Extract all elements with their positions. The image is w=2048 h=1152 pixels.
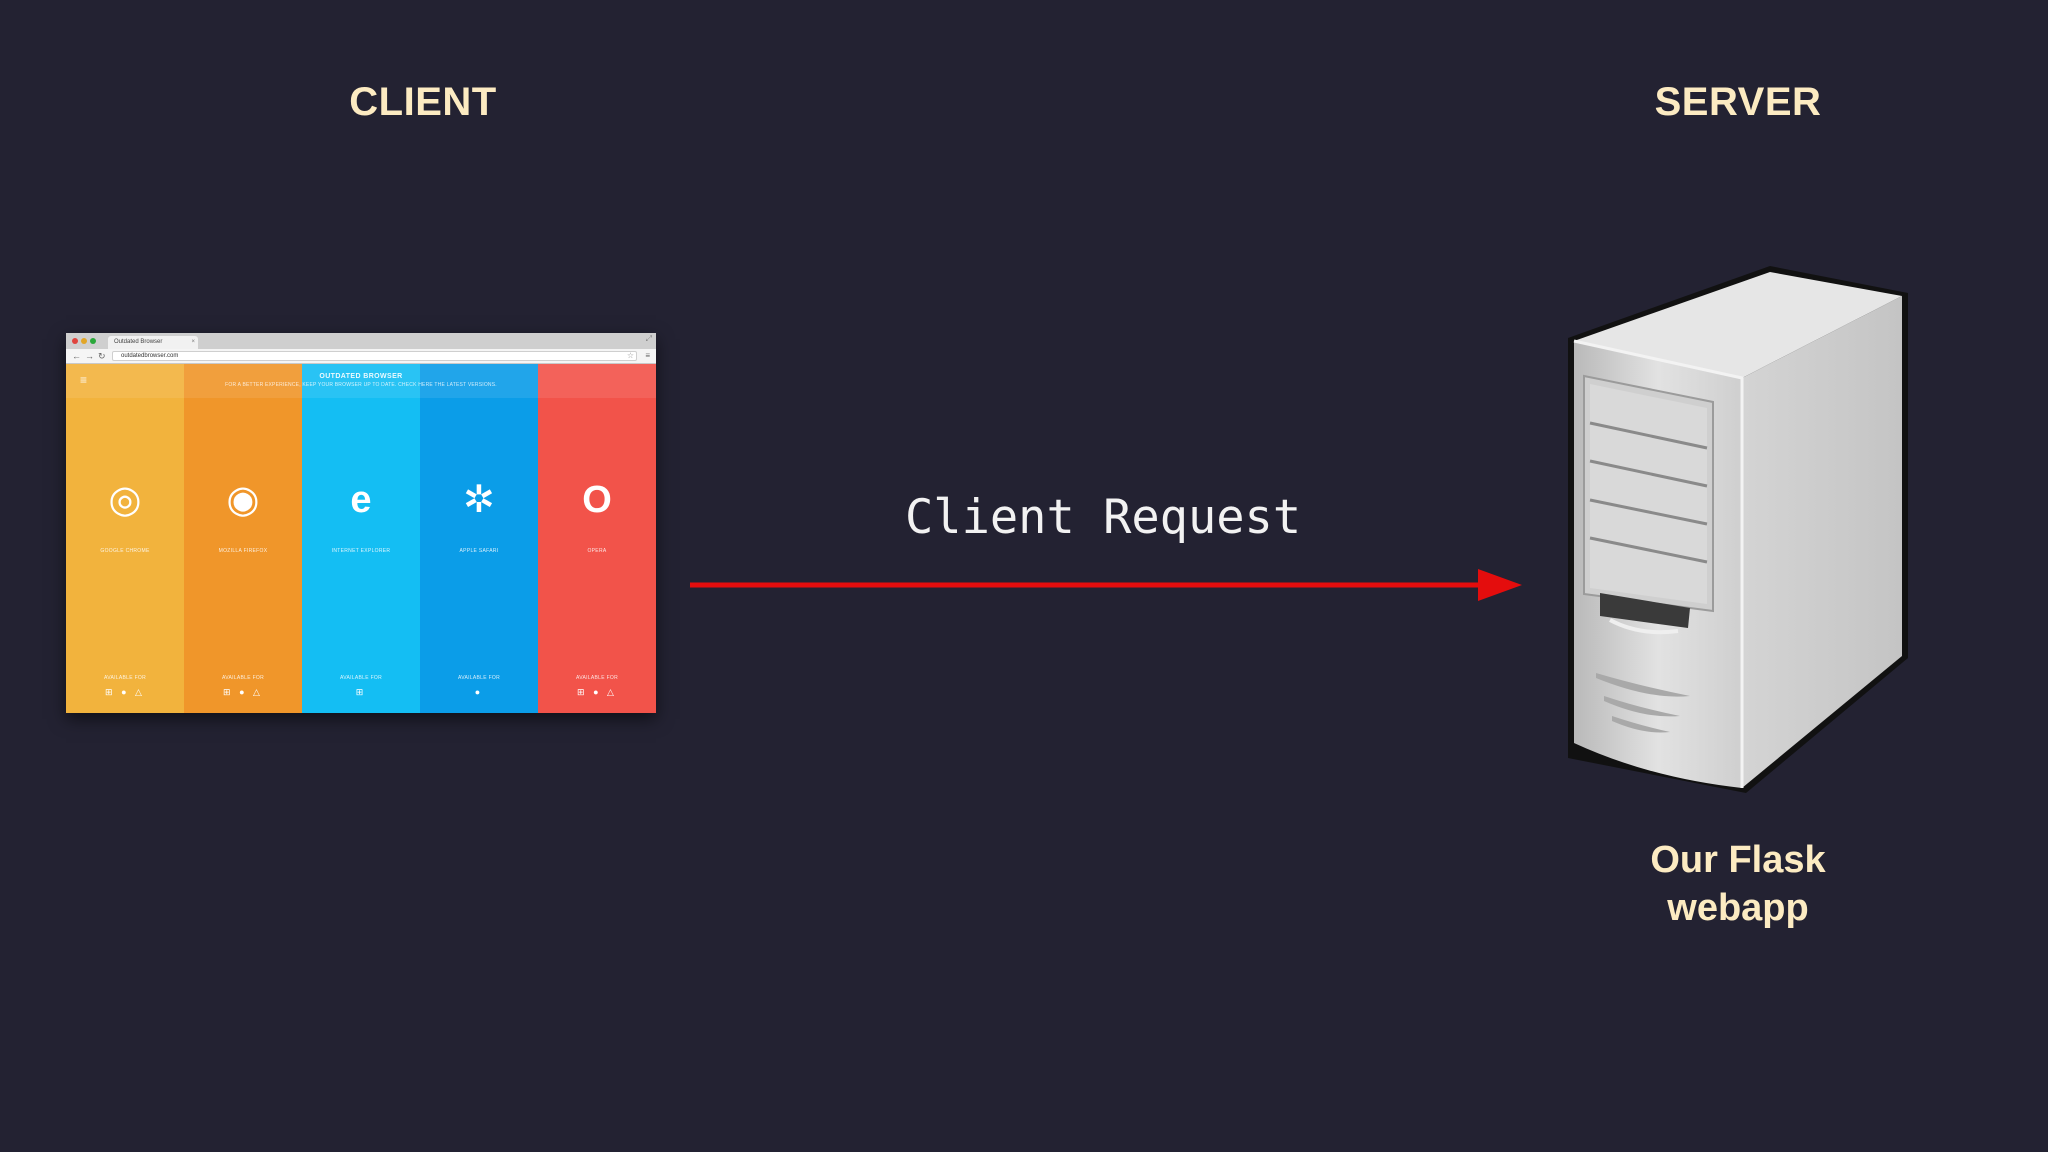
- browser-toolbar: ← → ↻ outdatedbrowser.com ☆ ≡: [66, 349, 656, 364]
- browser-tab-bar: Outdated Browser × ⤢: [66, 333, 656, 349]
- browser-page: ◎ GOOGLE CHROME AVAILABLE FOR ⊞ ● △ ◉ MOZILLA…: [66, 364, 656, 713]
- available-for-label: AVAILABLE FOR: [457, 675, 501, 681]
- drive-bay-panel: [1583, 374, 1714, 613]
- safari-icon[interactable]: ✲: [463, 479, 495, 521]
- resize-icon[interactable]: ⤢: [645, 334, 652, 343]
- address-bar[interactable]: outdatedbrowser.com: [112, 351, 637, 361]
- page-title: OUTDATED BROWSER: [319, 373, 403, 380]
- server-heading: SERVER: [1654, 80, 1822, 124]
- browser-tab-title: Outdated Browser: [114, 339, 163, 345]
- browser-column[interactable]: ✲ APPLE SAFARI AVAILABLE FOR ●: [420, 364, 538, 713]
- drive-bay-slot: [1589, 421, 1708, 450]
- browser-name: MOZILLA FIREFOX: [218, 548, 268, 554]
- os-icons: ⊞ ● △: [105, 687, 145, 697]
- available-for-label: AVAILABLE FOR: [575, 675, 619, 681]
- server-label-line1: Our Flask: [1650, 839, 1826, 881]
- optical-drive: [1600, 593, 1690, 635]
- available-for-label: AVAILABLE FOR: [103, 675, 147, 681]
- client-heading: CLIENT: [349, 80, 497, 124]
- back-icon[interactable]: ←: [72, 351, 81, 361]
- browser-column[interactable]: ◎ GOOGLE CHROME AVAILABLE FOR ⊞ ● △: [66, 364, 184, 713]
- available-for-label: AVAILABLE FOR: [339, 675, 383, 681]
- client-request-label: Client Request: [905, 490, 1302, 545]
- available-for-label: AVAILABLE FOR: [221, 675, 265, 681]
- page-header: ≡ OUTDATED BROWSER FOR A BETTER EXPERIEN…: [66, 364, 656, 398]
- firefox-icon[interactable]: ◉: [226, 479, 260, 521]
- server-label: Our Flask webapp: [1588, 836, 1888, 932]
- close-window-icon[interactable]: [72, 338, 78, 344]
- opera-icon[interactable]: O: [582, 479, 612, 521]
- browser-column[interactable]: O OPERA AVAILABLE FOR ⊞ ● △: [538, 364, 656, 713]
- os-icons: ●: [474, 687, 484, 697]
- browser-window: Outdated Browser × ⤢ ← → ↻ outdatedbrows…: [66, 333, 656, 713]
- browser-tab[interactable]: Outdated Browser ×: [108, 336, 198, 349]
- chrome-icon[interactable]: ◎: [108, 479, 142, 521]
- browser-name: OPERA: [587, 548, 607, 554]
- browser-menu-icon[interactable]: ≡: [645, 351, 650, 360]
- forward-icon[interactable]: →: [85, 351, 94, 361]
- drive-bay-slot: [1589, 459, 1708, 488]
- server-label-line2: webapp: [1667, 887, 1809, 929]
- internet-explorer-icon[interactable]: e: [350, 479, 372, 521]
- page-subtitle: FOR A BETTER EXPERIENCE, KEEP YOUR BROWS…: [225, 382, 497, 388]
- bookmark-star-icon[interactable]: ☆: [626, 351, 634, 360]
- tab-close-icon[interactable]: ×: [191, 339, 195, 345]
- browser-name: GOOGLE CHROME: [100, 548, 150, 554]
- browser-column[interactable]: ◉ MOZILLA FIREFOX AVAILABLE FOR ⊞ ● △: [184, 364, 302, 713]
- vent-grille: [1596, 673, 1690, 733]
- drive-bay-slot: [1589, 498, 1708, 526]
- request-arrow: [690, 569, 1522, 601]
- browser-name: INTERNET EXPLORER: [331, 548, 391, 554]
- maximize-window-icon[interactable]: [90, 338, 96, 344]
- os-icons: ⊞ ● △: [577, 687, 617, 697]
- hamburger-menu-icon[interactable]: ≡: [80, 373, 88, 387]
- server-tower: [1568, 266, 1908, 793]
- os-icons: ⊞ ● △: [223, 687, 263, 697]
- drive-bay-slot: [1589, 536, 1708, 564]
- os-icons: ⊞: [355, 687, 367, 697]
- reload-icon[interactable]: ↻: [98, 351, 106, 361]
- browser-name: APPLE SAFARI: [459, 548, 499, 554]
- request-arrow-head: [1478, 569, 1522, 601]
- minimize-window-icon[interactable]: [81, 338, 87, 344]
